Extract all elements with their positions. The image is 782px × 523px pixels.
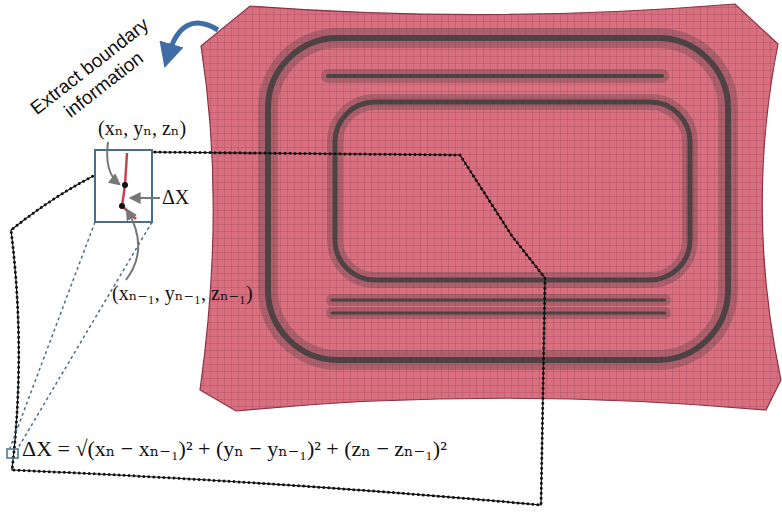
node-point xyxy=(119,203,125,209)
zoom-projection-line xyxy=(10,222,95,448)
node-point xyxy=(122,182,128,188)
leader-arrow xyxy=(126,210,138,280)
zoom-projection-line xyxy=(18,222,152,448)
coordinate-label: (xₙ₋₁, yₙ₋₁, zₙ₋₁) xyxy=(112,281,253,305)
boundary-outline xyxy=(11,152,545,505)
zoom-marker xyxy=(7,449,18,458)
meshed-blank xyxy=(200,4,781,411)
distance-formula: ΔX = √(xₙ − xₙ₋₁)² + (yₙ − yₙ₋₁)² + (zₙ … xyxy=(22,436,447,462)
leader-arrow xyxy=(107,142,119,184)
inset-box xyxy=(95,150,152,222)
leader-arrow xyxy=(131,197,160,199)
extract-arrow xyxy=(168,23,218,56)
boundary-segment xyxy=(122,153,136,219)
coordinate-label: (xₙ, yₙ, zₙ) xyxy=(98,116,186,140)
segment-length-label: ΔX xyxy=(162,186,189,209)
